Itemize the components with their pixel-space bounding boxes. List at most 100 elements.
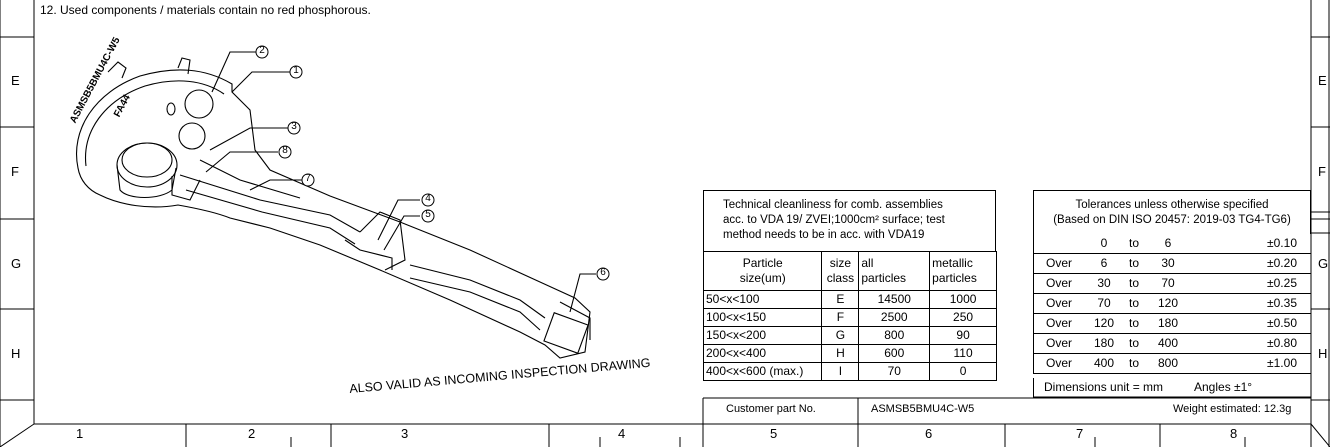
table-row: 0 to 6 ±0.10 <box>1033 234 1311 254</box>
zone-letter-left-G: G <box>11 256 22 271</box>
cell-all: 70 <box>858 362 931 381</box>
cell-prefix <box>1033 234 1084 254</box>
zone-letter-right-G: G <box>1318 256 1329 271</box>
cell-to: 400 <box>1144 333 1192 354</box>
cell-size: 400<x<600 (max.) <box>702 362 823 381</box>
table-row: Over 400 to 800 ±1.00 <box>1033 353 1311 374</box>
title-block: Customer part No. ASMSB5BMU4C-W5 Weight … <box>703 398 1311 424</box>
column-number-6: 6 <box>925 426 933 441</box>
balloon-4: 4 <box>425 193 431 204</box>
cell-from: 6 <box>1084 253 1124 274</box>
cell-size: 50<x<100 <box>702 290 823 309</box>
cell-tolerance: ±0.80 <box>1192 333 1311 354</box>
cell-to: 70 <box>1144 273 1192 294</box>
cleanliness-header-line-1: Technical cleanliness for comb. assembli… <box>723 199 943 211</box>
cell-to: 120 <box>1144 293 1192 314</box>
zone-letter-left-E: E <box>11 73 20 88</box>
cell-tolerance: ±0.35 <box>1192 293 1311 314</box>
cell-prefix: Over <box>1033 353 1084 374</box>
cell-to-word: to <box>1124 293 1144 314</box>
cell-from: 30 <box>1084 273 1124 294</box>
column-number-2: 2 <box>248 426 256 441</box>
column-number-7: 7 <box>1076 426 1084 441</box>
table-row: 400<x<600 (max.) I 70 0 <box>702 362 997 381</box>
cell-to: 6 <box>1144 234 1192 254</box>
cell-all: 2500 <box>858 308 931 327</box>
cell-class: I <box>821 362 860 381</box>
balloon-7: 7 <box>305 173 311 184</box>
cell-from: 180 <box>1084 333 1124 354</box>
cell-tolerance: ±0.20 <box>1192 253 1311 274</box>
cell-to-word: to <box>1124 353 1144 374</box>
cell-size: 150<x<200 <box>702 326 823 345</box>
cell-metallic: 1000 <box>929 290 997 309</box>
cell-to: 800 <box>1144 353 1192 374</box>
cell-to-word: to <box>1124 273 1144 294</box>
table-row: Over 180 to 400 ±0.80 <box>1033 333 1311 354</box>
balloon-6: 6 <box>600 267 606 278</box>
cell-from: 400 <box>1084 353 1124 374</box>
balloon-5: 5 <box>425 209 431 220</box>
dimensions-unit: Dimensions unit = mm <box>1044 380 1164 394</box>
column-number-8: 8 <box>1230 426 1238 441</box>
table-row: 100<x<150 F 2500 250 <box>702 308 997 327</box>
column-number-5: 5 <box>770 426 778 441</box>
zone-letter-left-F: F <box>11 164 19 179</box>
cell-prefix: Over <box>1033 313 1084 334</box>
note-12: 12. Used components / materials contain … <box>40 3 371 17</box>
zone-letter-left-H: H <box>11 346 21 361</box>
cell-to: 180 <box>1144 313 1192 334</box>
cell-to-word: to <box>1124 234 1144 254</box>
cell-from: 70 <box>1084 293 1124 314</box>
table-row: Over 70 to 120 ±0.35 <box>1033 293 1311 314</box>
cleanliness-header-line-2: acc. to VDA 19/ ZVEI;1000cm² surface; te… <box>723 214 945 226</box>
cell-prefix: Over <box>1033 253 1084 274</box>
weight-estimated: Weight estimated: 12.3g <box>1173 403 1292 415</box>
cell-metallic: 0 <box>929 362 997 381</box>
cell-from: 0 <box>1084 234 1124 254</box>
cell-prefix: Over <box>1033 293 1084 314</box>
cell-to-word: to <box>1124 333 1144 354</box>
cell-to: 30 <box>1144 253 1192 274</box>
column-number-3: 3 <box>401 426 409 441</box>
tolerance-header: Tolerances unless otherwise specified (B… <box>1033 190 1311 234</box>
tolerance-header-line-2: (Based on DIN ISO 20457: 2019-03 TG4-TG6… <box>1053 214 1291 226</box>
balloon-8: 8 <box>282 145 288 156</box>
cell-metallic: 110 <box>929 344 997 363</box>
balloon-2: 2 <box>259 45 265 56</box>
column-number-4: 4 <box>618 426 626 441</box>
zone-letter-right-F: F <box>1318 164 1326 179</box>
cell-prefix: Over <box>1033 333 1084 354</box>
cell-tolerance: ±0.50 <box>1192 313 1311 334</box>
part-drawing <box>76 51 596 359</box>
angle-tolerance: Angles ±1° <box>1194 380 1253 394</box>
zone-letter-right-H: H <box>1318 346 1328 361</box>
tolerance-footer: Dimensions unit = mm Angles ±1° <box>1033 378 1312 397</box>
cell-to-word: to <box>1124 253 1144 274</box>
table-row: Over 120 to 180 ±0.50 <box>1033 313 1311 334</box>
customer-part-value: ASMSB5BMU4C-W5 <box>871 403 975 415</box>
balloon-1: 1 <box>293 65 299 76</box>
cleanliness-header-line-3: method needs to be in acc. with VDA19 <box>723 229 925 241</box>
table-row: 50<x<100 E 14500 1000 <box>702 290 997 309</box>
customer-part-label: Customer part No. <box>726 403 816 415</box>
table-row: Over 6 to 30 ±0.20 <box>1033 253 1311 274</box>
balloon-3: 3 <box>291 121 297 132</box>
cell-from: 120 <box>1084 313 1124 334</box>
zone-letter-right-E: E <box>1318 73 1327 88</box>
cell-tolerance: ±1.00 <box>1192 353 1311 374</box>
cell-prefix: Over <box>1033 273 1084 294</box>
tolerance-header-line-1: Tolerances unless otherwise specified <box>1075 199 1269 211</box>
cell-tolerance: ±0.10 <box>1192 234 1311 254</box>
table-row: Over 30 to 70 ±0.25 <box>1033 273 1311 294</box>
tolerance-table: 0 to 6 ±0.10 Over 6 to 30 ±0.20 Over 30 … <box>1033 234 1311 374</box>
cell-size: 100<x<150 <box>702 308 823 327</box>
cleanliness-header: Technical cleanliness for comb. assembli… <box>703 190 996 251</box>
cell-tolerance: ±0.25 <box>1192 273 1311 294</box>
